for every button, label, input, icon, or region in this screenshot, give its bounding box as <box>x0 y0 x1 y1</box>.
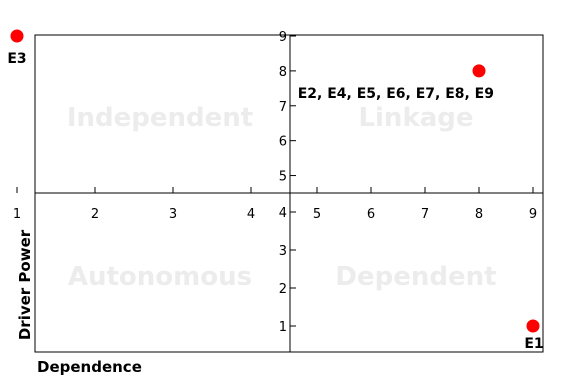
x-tick-label: 6 <box>367 207 375 222</box>
quadrant-label-dependent: Dependent <box>335 262 496 292</box>
quadrant-label-linkage: Linkage <box>358 103 473 133</box>
data-point <box>526 319 540 333</box>
y-tick-label: 4 <box>279 206 287 221</box>
y-tick-label: 5 <box>279 170 287 185</box>
data-point <box>472 64 486 78</box>
x-axis-title: Dependence <box>37 358 142 376</box>
quadrant-label-independent: Independent <box>67 103 253 133</box>
x-tick-label: 7 <box>421 207 429 222</box>
y-tick-label: 7 <box>279 100 287 115</box>
x-tick-label: 2 <box>91 207 99 222</box>
quadrant-label-autonomous: Autonomous <box>68 262 252 292</box>
x-tick-label: 5 <box>313 207 321 222</box>
y-axis-title: Driver Power <box>16 229 34 340</box>
x-tick-label: 1 <box>13 207 21 222</box>
y-tick-label: 1 <box>279 320 287 335</box>
x-tick-label: 3 <box>169 207 177 222</box>
y-tick-label: 8 <box>279 65 287 80</box>
data-point-label: E1 <box>524 336 543 352</box>
x-tick-label: 9 <box>529 207 537 222</box>
data-point-label: E2, E4, E5, E6, E7, E8, E9 <box>298 86 494 102</box>
y-tick-label: 9 <box>279 30 287 45</box>
y-tick-label: 3 <box>279 244 287 259</box>
x-tick-label: 4 <box>247 207 255 222</box>
data-point-label: E3 <box>7 51 26 67</box>
data-point <box>10 29 24 43</box>
x-tick-label: 8 <box>475 207 483 222</box>
ticks-layer: 1 2 3 4 5 6 7 8 9 5 6 7 8 9 1 2 3 4 <box>13 30 537 335</box>
y-tick-label: 6 <box>279 135 287 150</box>
y-tick-label: 2 <box>279 282 287 297</box>
